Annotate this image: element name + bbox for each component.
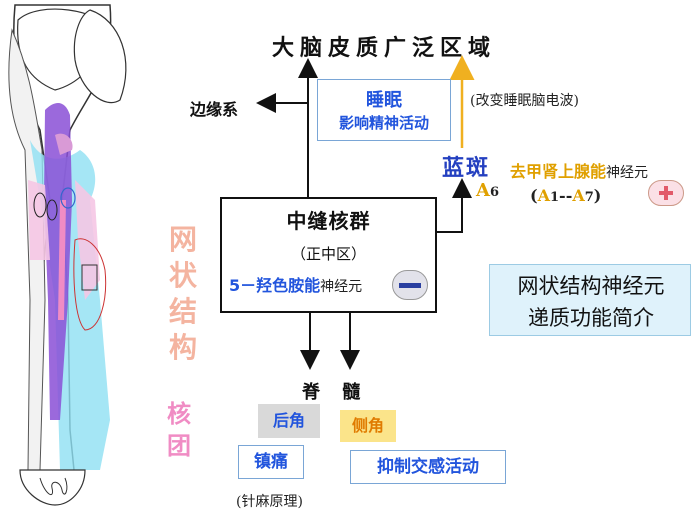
acupuncture-note: (针麻原理): [236, 494, 303, 510]
side-char: 构: [168, 331, 197, 364]
a6-number: 6: [489, 185, 500, 200]
range-sep: --: [559, 186, 573, 205]
side-label-reticular: 网 状 结 构: [166, 222, 200, 366]
locus-coeruleus-label: 蓝斑: [442, 155, 491, 181]
serotonin-label: 5－羟色胺能神经元: [229, 272, 362, 296]
spinal-cord-label: 脊 髓: [302, 382, 369, 403]
raphe-zone: （正中区）: [290, 245, 366, 263]
a1-a7-range: (A1--A7): [530, 186, 601, 205]
sleep-label: 睡眠: [366, 90, 402, 111]
dorsal-horn-label: 后角: [258, 404, 320, 438]
limbic-label: 边缘系: [190, 100, 239, 119]
a6-label: A6: [476, 180, 499, 201]
brainstem-illustration: [8, 4, 127, 506]
raphe-title: 中缝核群: [286, 209, 371, 233]
side-char: 核: [167, 399, 191, 428]
ne-transmitter: 去甲肾上腺能: [510, 162, 607, 181]
inhibitory-minus-icon: [392, 270, 428, 300]
norepinephrine-label: 去甲肾上腺能神经元: [510, 158, 648, 182]
cortex-label: 大脑皮质广泛区域: [272, 35, 497, 61]
serotonin-transmitter: 5－羟色胺能: [229, 276, 321, 295]
side-char: 团: [167, 431, 191, 460]
a1-number: 1: [550, 190, 560, 205]
a1-letter: A: [537, 186, 550, 205]
a6-letter: A: [476, 180, 490, 201]
excitatory-plus-icon: [648, 180, 684, 206]
ne-neuron: 神经元: [606, 165, 649, 181]
side-char: 状: [168, 259, 197, 292]
arrow-raphe-to-locus: [433, 178, 472, 233]
side-char: 结: [168, 295, 197, 328]
eeg-note: (改变睡眠脑电波): [470, 93, 579, 109]
analgesia-box: 镇痛: [238, 445, 304, 479]
a7-number: 7: [584, 190, 594, 205]
sleep-box: [317, 79, 451, 141]
paren-open: (: [530, 186, 538, 205]
side-char: 网: [168, 223, 197, 256]
info-box: [489, 264, 691, 336]
paren-close: ): [593, 186, 602, 205]
info-title-line1: 网状结构神经元: [517, 274, 665, 298]
lateral-horn-label: 侧角: [340, 410, 396, 442]
mental-activity-label: 影响精神活动: [338, 114, 429, 132]
serotonin-neuron: 神经元: [320, 279, 363, 295]
info-title-line2: 递质功能简介: [528, 306, 654, 330]
side-label-nuclei: 核 团: [162, 398, 196, 462]
a7-letter: A: [572, 186, 585, 205]
sympathetic-inhibition-box: 抑制交感活动: [350, 450, 506, 484]
